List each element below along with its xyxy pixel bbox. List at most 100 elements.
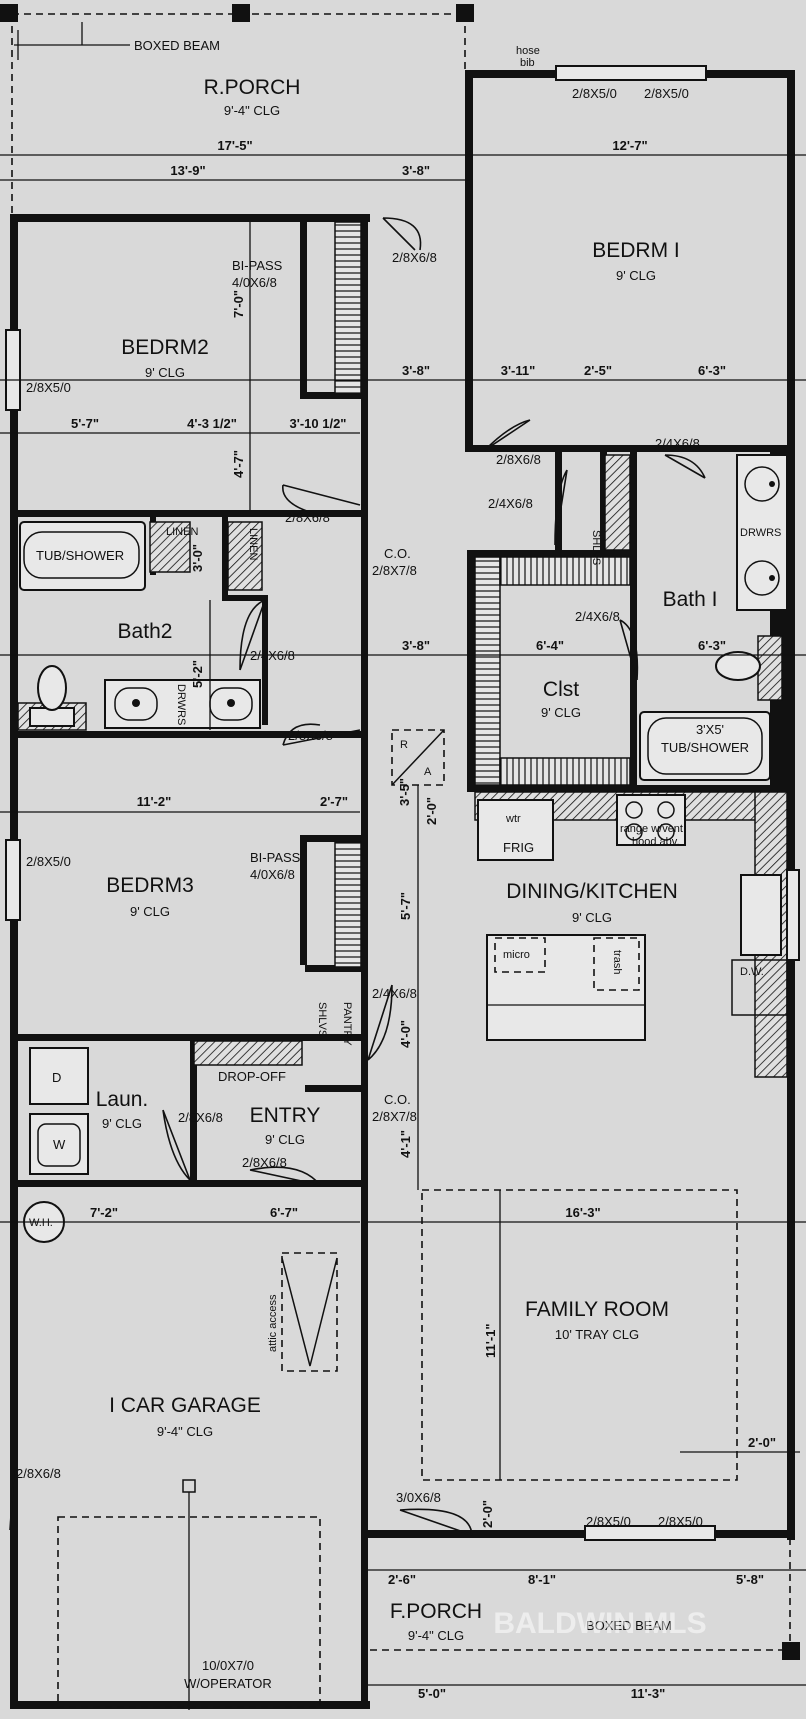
dim-7-0: 7'-0": [231, 290, 246, 318]
room-name-bedrm1: BEDRM I: [592, 239, 680, 262]
room-name-f-porch: F.PORCH: [390, 1600, 482, 1623]
window-front: [584, 1525, 716, 1541]
dim-6-3-a: 6'-3": [698, 363, 726, 378]
dim-5-8: 5'-8": [736, 1572, 764, 1587]
bath1-toilet: [715, 651, 761, 681]
dim-11-3: 11'-3": [631, 1686, 666, 1701]
label-wtr: wtr: [505, 813, 521, 825]
label-tub-shower-bath2: TUB/SHOWER: [36, 548, 124, 563]
dim-2-0-c: 2'-0": [480, 1500, 495, 1528]
bath1-tub: [639, 711, 771, 781]
room-name-bath1: Bath I: [663, 588, 718, 611]
label-attic-r: R: [400, 739, 408, 751]
label-win-front-a: 2/8X5/0: [586, 1514, 631, 1529]
window-bed3: [5, 839, 21, 921]
label-co-hall-2: 2/8X7/8: [372, 563, 417, 578]
label-trash: trash: [611, 950, 623, 974]
attic-access: [281, 1252, 338, 1372]
label-co-entry-2: 2/8X7/8: [372, 1109, 417, 1124]
room-clg-laun: 9' CLG: [102, 1116, 142, 1131]
linen-hatch-b: [227, 521, 263, 591]
closet-shelf-left: [474, 556, 501, 786]
dim-4-1: 4'-1": [398, 1130, 413, 1158]
room-clg-bedrm1: 9' CLG: [616, 268, 656, 283]
label-door-bath2: 2/4X6/8: [250, 648, 295, 663]
bath1-toilet-hatch: [757, 635, 783, 701]
label-door-closet-hall: 2/4X6/8: [488, 496, 533, 511]
label-tub-shower-bath1-1: 3'X5': [696, 722, 724, 737]
label-garage-door-2: W/OPERATOR: [184, 1676, 272, 1691]
dim-6-7: 6'-7": [270, 1205, 298, 1220]
label-co-hall-1: C.O.: [384, 546, 411, 561]
kitchen-counters: [474, 791, 788, 1078]
label-washer: W: [53, 1137, 66, 1152]
room-clg-clst: 9' CLG: [541, 705, 581, 720]
dim-8-1: 8'-1": [528, 1572, 556, 1587]
label-linen-a: LINEN: [166, 526, 198, 538]
closet-shelf-bottom: [499, 757, 631, 786]
bath2-tub: [19, 521, 146, 591]
dim-5-0: 5'-0": [418, 1686, 446, 1701]
label-boxed-beam-top: BOXED BEAM: [134, 38, 220, 53]
dim-2-5: 2'-5": [584, 363, 612, 378]
dimension-lines: [0, 154, 806, 1686]
label-drwrs-bath2: DRWRS: [175, 684, 187, 725]
room-clg-dining-kitchen: 9' CLG: [572, 910, 612, 925]
dim-2-0-a: 2'-0": [424, 797, 439, 825]
room-name-entry: ENTRY: [250, 1104, 321, 1127]
room-clg-family-room: 10' TRAY CLG: [555, 1327, 639, 1342]
label-tub-shower-bath1-2: TUB/SHOWER: [661, 740, 749, 755]
label-micro: micro: [503, 949, 530, 961]
room-name-clst: Clst: [543, 678, 579, 701]
label-co-entry-1: C.O.: [384, 1092, 411, 1107]
label-dw: D.W.: [740, 966, 764, 978]
dim-5-7-b: 5'-7": [398, 892, 413, 920]
room-name-garage: I CAR GARAGE: [109, 1394, 261, 1417]
dim-4-7: 4'-7": [231, 450, 246, 478]
label-win-bed1-a: 2/8X5/0: [572, 86, 617, 101]
label-hose-bib-1: hose: [516, 45, 540, 57]
label-boxed-beam-bottom: BOXED BEAM: [586, 1618, 672, 1633]
label-door-laun: 2/8X6/8: [178, 1110, 223, 1125]
dim-5-7-a: 5'-7": [71, 416, 99, 431]
label-door-bed1: 2/8X6/8: [496, 452, 541, 467]
room-clg-r-porch: 9'-4" CLG: [224, 103, 280, 118]
room-name-laun: Laun.: [96, 1088, 149, 1111]
label-frig: FRIG: [503, 840, 534, 855]
room-clg-bedrm3: 9' CLG: [130, 904, 170, 919]
dim-3-8-b: 3'-8": [402, 363, 430, 378]
label-door-entry: 2/8X6/8: [242, 1155, 287, 1170]
dim-16-3: 16'-3": [565, 1205, 600, 1220]
dim-13-9: 13'-9": [170, 163, 205, 178]
label-range-1: range w/vent: [620, 823, 683, 835]
dim-11-2: 11'-2": [137, 794, 172, 809]
label-win-bed2: 2/8X5/0: [26, 380, 71, 395]
label-win-bed3: 2/8X5/0: [26, 854, 71, 869]
rear-porch-outline: [0, 4, 474, 215]
label-bipass-bed3-2: 4/0X6/8: [250, 867, 295, 882]
label-shlvs-pantry: SHLVS: [316, 1002, 328, 1037]
dim-6-3-b: 6'-3": [698, 638, 726, 653]
window-bed2: [5, 329, 21, 411]
closet-shelf-bed2: [334, 221, 362, 395]
room-name-bedrm3: BEDRM3: [106, 874, 194, 897]
label-win-bed1-b: 2/8X5/0: [644, 86, 689, 101]
label-door-clst: 2/4X6/8: [575, 609, 620, 624]
label-drwrs-bath1: DRWRS: [740, 527, 781, 539]
closet-shelf-top: [499, 556, 631, 586]
label-attic-access: attic access: [267, 1294, 279, 1352]
label-pantry: PANTRY: [341, 1002, 353, 1046]
dim-3-0: 3'-0": [190, 544, 205, 572]
room-clg-f-porch: 9'-4" CLG: [408, 1628, 464, 1643]
bath2-toilet: [37, 665, 67, 711]
room-clg-bedrm2: 9' CLG: [145, 365, 185, 380]
label-door-bath1: 2/4X6/8: [655, 436, 700, 451]
dim-3-8-c: 3'-8": [402, 638, 430, 653]
label-door-bed2: 2/8X6/8: [285, 510, 330, 525]
room-name-bedrm2: BEDRM2: [121, 336, 209, 359]
dim-4-3h: 4'-3 1/2": [187, 416, 237, 431]
dim-3-8-a: 3'-8": [402, 163, 430, 178]
dryer: [29, 1047, 89, 1105]
room-clg-entry: 9' CLG: [265, 1132, 305, 1147]
